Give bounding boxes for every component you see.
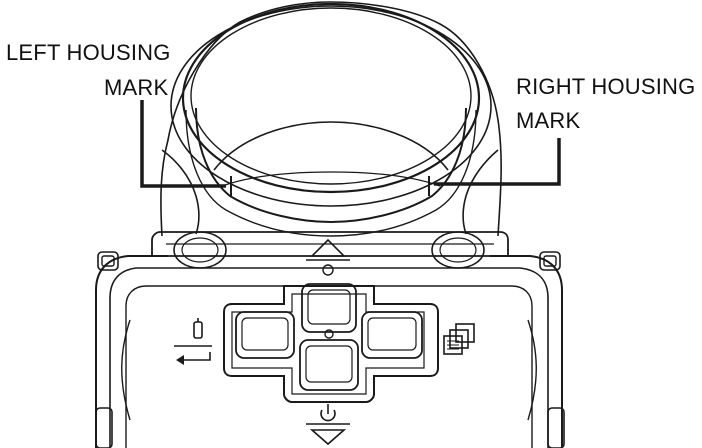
power-icon [320,404,336,422]
gallery-stack-icon [443,323,475,355]
leader-lines [140,100,561,188]
lens-port [160,1,502,237]
right-housing-mark-label: RIGHT HOUSING MARK [516,74,702,133]
right-label-line-2: MARK [516,108,580,133]
button-cluster [223,283,439,403]
left-label-line-1: LEFT HOUSING [6,40,171,65]
housing-body [95,251,565,448]
right-label-line-1: RIGHT HOUSING [516,74,695,99]
settings-enter-icon [174,318,212,365]
down-arrow-icon [309,429,347,446]
up-arrow-icon [310,238,346,257]
left-label-line-2: MARK [104,75,168,100]
right-button[interactable] [361,311,423,359]
top-button[interactable] [301,283,357,333]
bottom-button[interactable] [299,339,359,391]
left-housing-mark-label: LEFT HOUSING MARK [6,40,177,100]
left-button[interactable] [235,311,295,359]
